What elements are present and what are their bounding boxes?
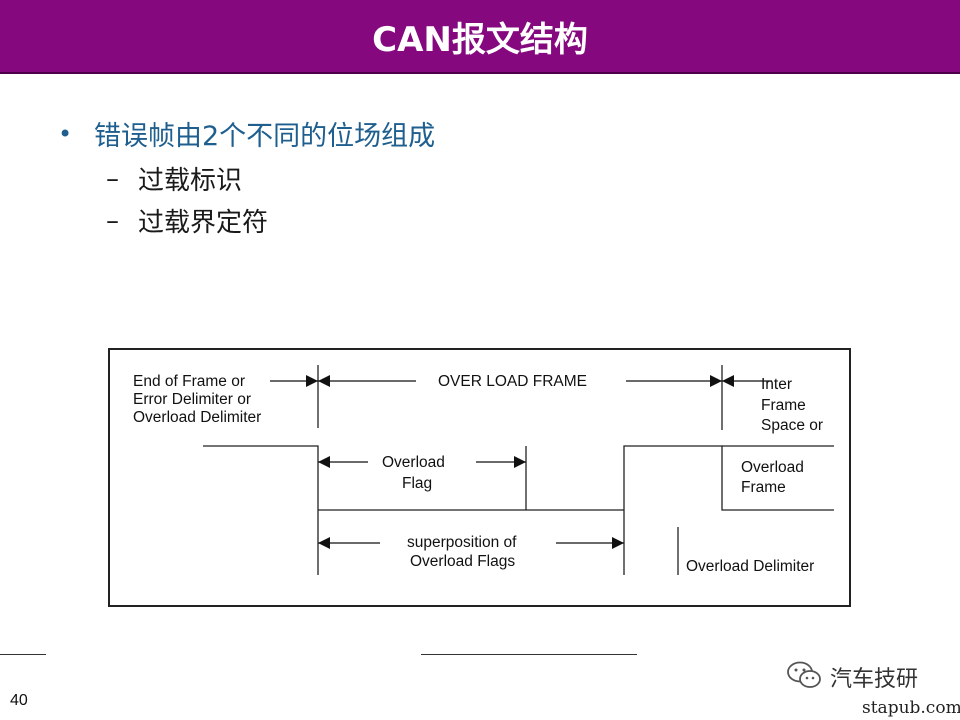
dash-icon: – [106,205,119,236]
superposition-label: Overload Flags [410,553,515,570]
overload-flag-label: Flag [402,475,432,492]
dash-icon: – [106,163,119,194]
end-of-frame-label: Overload Delimiter [133,409,261,426]
watermark: 汽车技研 [786,660,918,694]
superposition-label: superposition of [407,534,517,551]
overload-delimiter-label: Overload Delimiter [686,558,814,575]
watermark-text: 汽车技研 [830,667,919,692]
next-overload-frame-label: Frame [741,479,786,496]
page-number: 40 [10,692,28,709]
inter-frame-label: Frame [761,397,806,414]
inter-frame-label: Inter [761,376,792,393]
overload-flag-label: Overload [382,454,445,471]
watermark-url: stapub.com [862,698,960,718]
bullet-text: 错误帧由2个不同的位场组成 [94,121,436,152]
footer-line [0,654,46,655]
overload-frame-label: OVER LOAD FRAME [438,373,587,390]
bus-waveform [203,445,319,575]
title-bar: CAN报文结构 [0,0,960,74]
next-overload-frame-label: Overload [741,459,804,476]
end-of-frame-label: Error Delimiter or [133,391,251,408]
bullet-item: • 错误帧由2个不同的位场组成 [58,114,435,153]
footer-line [421,654,637,655]
inter-frame-label: Space or [761,417,823,434]
overload-frame-diagram: End of Frame or Error Delimiter or Overl… [108,348,851,607]
wechat-icon [786,660,822,694]
sub-item-text: 过载界定符 [138,208,269,238]
sub-item: – 过载界定符 [106,202,268,239]
slide-title: CAN报文结构 [372,19,588,60]
diagram-frame [108,348,851,607]
sub-item: – 过载标识 [106,160,242,197]
end-of-frame-label: End of Frame or [133,373,245,390]
bullet-dot-icon: • [58,119,73,148]
sub-item-text: 过载标识 [138,166,243,196]
